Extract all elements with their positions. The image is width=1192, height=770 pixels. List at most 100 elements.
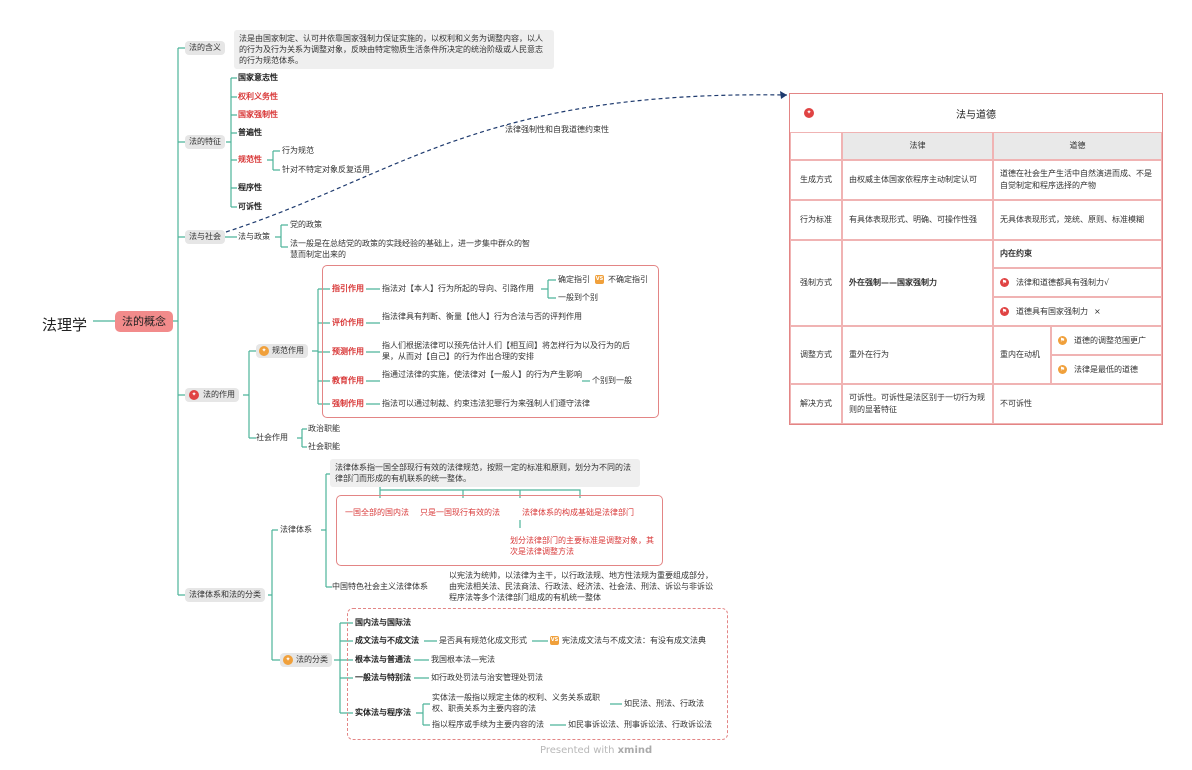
- feature-item[interactable]: 规范性: [238, 155, 262, 164]
- legal-system-note[interactable]: 划分法律部门的主要标准是调整对象，其次是法律调整方法: [510, 536, 654, 556]
- function-name[interactable]: 预测作用: [332, 347, 364, 356]
- row-key: 行为标准: [790, 200, 842, 240]
- priority-icon: ✦: [804, 108, 814, 118]
- education-child[interactable]: 个别到一般: [592, 376, 632, 385]
- law-cell: 由权威主体国家依程序主动制定认可: [842, 160, 993, 200]
- social-function-topic[interactable]: 社会作用: [256, 433, 288, 442]
- written-child[interactable]: 是否具有规范化成文形式: [439, 636, 527, 645]
- feature-item[interactable]: 普遍性: [238, 128, 262, 137]
- normative-child[interactable]: 针对不特定对象反复适用: [282, 165, 370, 174]
- functions-label: 法的作用: [203, 390, 235, 399]
- morality-cell: 重内在动机: [993, 326, 1051, 384]
- morality-sub-text: 法律和道德都具有强制力: [1016, 277, 1104, 287]
- policy-item[interactable]: 党的政策: [290, 220, 322, 229]
- header-morality: 道德: [993, 132, 1162, 160]
- law-cell: 外在强制——国家强制力: [842, 240, 993, 326]
- central-topic[interactable]: 法的概念: [115, 311, 173, 332]
- feature-item[interactable]: 可诉性: [238, 202, 262, 211]
- function-name[interactable]: 评价作用: [332, 318, 364, 327]
- legal-system-definition: 法律体系指一国全部现行有效的法律规范，按照一定的标准和原则，划分为不同的法律部门…: [330, 459, 640, 487]
- legal-system-sub[interactable]: 只是一国现行有效的法: [420, 508, 500, 517]
- morality-cell: 不可诉性: [993, 384, 1162, 424]
- function-name[interactable]: 教育作用: [332, 376, 364, 385]
- table-title[interactable]: 法与道德: [956, 109, 996, 121]
- classification-topic[interactable]: 法的分类: [280, 653, 332, 667]
- substantive-law[interactable]: 实体法一般指以规定主体的权利、义务关系或职权、职责关系为主要内容的法: [432, 693, 600, 713]
- procedural-law[interactable]: 指以程序或手续为主要内容的法: [432, 720, 544, 729]
- morality-cell: 道德在社会生产生活中自然演进而成、不是自觉制定和程序选择的产物: [993, 160, 1162, 200]
- function-name[interactable]: 指引作用: [332, 284, 364, 293]
- row-key: 生成方式: [790, 160, 842, 200]
- branch-meaning[interactable]: 法的含义: [185, 41, 225, 55]
- function-desc[interactable]: 指通过法律的实施，使法律对【一般人】的行为产生影响: [382, 370, 582, 379]
- legal-system-sub[interactable]: 法律体系的构成基础是法律部门: [522, 508, 634, 517]
- function-desc[interactable]: 指法律具有判断、衡量【他人】行为合法与否的评判作用: [382, 312, 582, 321]
- classification-frame: [347, 608, 728, 740]
- function-desc[interactable]: 指法可以通过制裁、约束违法犯罪行为来强制人们遵守法律: [382, 399, 590, 408]
- feature-item[interactable]: 国家强制性: [238, 110, 278, 119]
- guide-child[interactable]: 确定指引: [558, 275, 590, 284]
- classification-label: 法的分类: [296, 655, 328, 664]
- normative-child[interactable]: 行为规范: [282, 146, 314, 155]
- fundamental-child[interactable]: 我国根本法—宪法: [431, 655, 495, 664]
- presented-with-credit: Presented with xmind: [540, 745, 652, 756]
- morality-sub-cell: 法律是最低的道德: [1051, 355, 1162, 384]
- star-icon: ✦: [283, 655, 293, 665]
- flag-icon: ⚑: [1058, 336, 1067, 345]
- class-item[interactable]: 成文法与不成文法: [355, 636, 419, 645]
- law-morality-table: ✦ 法与道德 法律 道德 生成方式 由权威主体国家依程序主动制定认可 道德在社会…: [789, 93, 1163, 425]
- branch-features[interactable]: 法的特征: [185, 135, 225, 149]
- social-function-item[interactable]: 社会职能: [308, 442, 340, 451]
- feature-item[interactable]: 权利义务性: [238, 92, 278, 101]
- priority-icon: ✦: [189, 390, 199, 400]
- root-topic[interactable]: 法理学: [42, 316, 88, 334]
- procedural-examples[interactable]: 如民事诉讼法、刑事诉讼法、行政诉讼法: [568, 720, 712, 729]
- branch-society[interactable]: 法与社会: [185, 230, 225, 244]
- credit-prefix: Presented with: [540, 745, 615, 756]
- feature-item[interactable]: 国家意志性: [238, 73, 278, 82]
- law-cell: 可诉性。可诉性是法区别于一切行为规则的显著特征: [842, 384, 993, 424]
- class-item[interactable]: 实体法与程序法: [355, 708, 411, 717]
- star-icon: ✦: [259, 346, 269, 356]
- flag-icon: ⚑: [1000, 307, 1009, 316]
- morality-sub-text: 道德具有国家强制力: [1016, 306, 1088, 316]
- policy-topic[interactable]: 法与政策: [238, 232, 270, 241]
- vs-icon: VS: [595, 275, 604, 284]
- china-system-text: 以宪法为统帅，以法律为主干，以行政法规、地方性法规为重要组成部分，由宪法相关法、…: [449, 571, 713, 602]
- check-mark: √: [1104, 277, 1110, 287]
- branch-system[interactable]: 法律体系和法的分类: [185, 588, 265, 602]
- morality-cell: 内在约束: [993, 240, 1162, 268]
- row-key: 强制方式: [790, 240, 842, 326]
- row-key: 解决方式: [790, 384, 842, 424]
- guide-child[interactable]: 不确定指引: [608, 275, 648, 284]
- functions-frame: [322, 265, 659, 418]
- vs-icon: VS: [550, 636, 559, 645]
- substantive-examples[interactable]: 如民法、刑法、行政法: [624, 699, 704, 708]
- class-item[interactable]: 一般法与特别法: [355, 673, 411, 682]
- china-system-topic[interactable]: 中国特色社会主义法律体系: [332, 582, 428, 591]
- function-desc[interactable]: 指法对【本人】行为所起的导向、引路作用: [382, 284, 534, 293]
- morality-cell: 无具体表现形式，笼统、原则、标准模糊: [993, 200, 1162, 240]
- feature-item[interactable]: 程序性: [238, 183, 262, 192]
- class-item[interactable]: 根本法与普通法: [355, 655, 411, 664]
- function-name[interactable]: 强制作用: [332, 399, 364, 408]
- legal-system-frame: [336, 495, 663, 566]
- general-child[interactable]: 如行政处罚法与治安管理处罚法: [431, 673, 543, 682]
- social-function-item[interactable]: 政治职能: [308, 424, 340, 433]
- normative-function-topic[interactable]: 规范作用: [256, 344, 308, 358]
- policy-item[interactable]: 法一般是在总结党的政策的实践经验的基础上，进一步集中群众的智慧而制定出来的: [290, 239, 530, 259]
- header-law: 法律: [842, 132, 993, 160]
- flag-icon: ⚑: [1000, 278, 1009, 287]
- xmind-logo: xmind: [617, 745, 653, 756]
- legal-system-topic[interactable]: 法律体系: [280, 525, 312, 534]
- written-note[interactable]: 宪法成文法与不成文法：有没有成文法典: [562, 636, 706, 645]
- guide-child[interactable]: 一般到个别: [558, 293, 598, 302]
- normative-function-label: 规范作用: [272, 346, 304, 355]
- cross-mark: ×: [1094, 306, 1101, 316]
- branch-functions[interactable]: 法的作用: [185, 388, 239, 402]
- class-item[interactable]: 国内法与国际法: [355, 618, 411, 627]
- law-cell: 重外在行为: [842, 326, 993, 384]
- law-cell: 有具体表现形式、明确、可操作性强: [842, 200, 993, 240]
- function-desc[interactable]: 指人们根据法律可以预先估计人们【相互间】将怎样行为以及行为的后果，从而对【自己】…: [382, 341, 630, 361]
- legal-system-sub[interactable]: 一国全部的国内法: [345, 508, 409, 517]
